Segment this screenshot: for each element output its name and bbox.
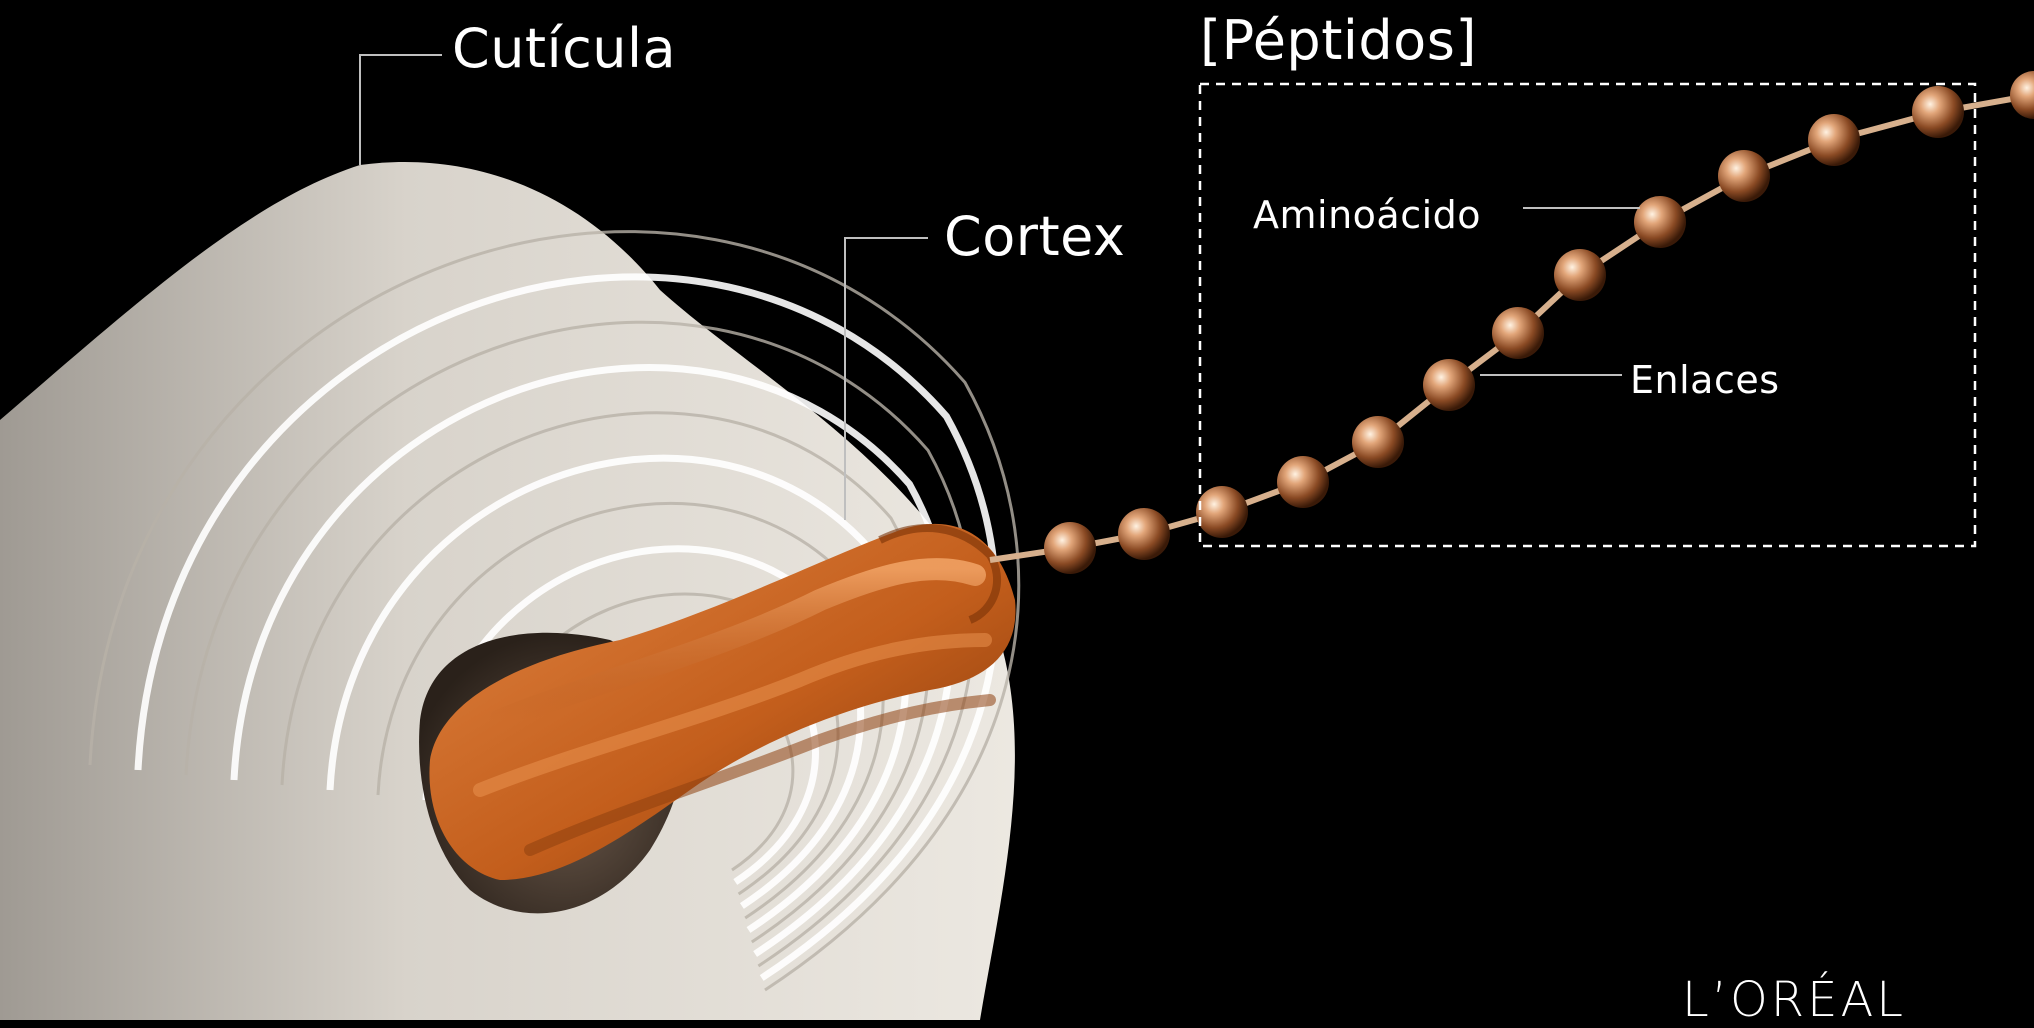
amino-acid-bead [1196, 486, 1248, 538]
amino-acid-bead [1718, 150, 1770, 202]
label-cuticula: Cutícula [452, 22, 676, 76]
amino-acid-bead [1423, 359, 1475, 411]
amino-acid-bead [1634, 196, 1686, 248]
amino-acid-bead [2010, 71, 2034, 119]
loreal-logo: L’ORÉAL [1682, 976, 1906, 1024]
amino-acid-bead [1044, 522, 1096, 574]
amino-acid-bead [1912, 86, 1964, 138]
amino-acid-beads [1044, 71, 2034, 574]
amino-acid-bead [1118, 508, 1170, 560]
amino-acid-bead [1808, 114, 1860, 166]
amino-acid-bead [1277, 456, 1329, 508]
label-enlaces: Enlaces [1630, 361, 1780, 399]
label-cortex: Cortex [944, 210, 1125, 264]
amino-acid-bead [1554, 249, 1606, 301]
amino-acid-bead [1492, 307, 1544, 359]
amino-acid-bead [1352, 416, 1404, 468]
cuticula-leader-line [360, 55, 442, 165]
peptide-chain [990, 71, 2034, 574]
label-peptidos: [Péptidos] [1200, 14, 1477, 68]
label-aminoacido: Aminoácido [1253, 196, 1481, 234]
